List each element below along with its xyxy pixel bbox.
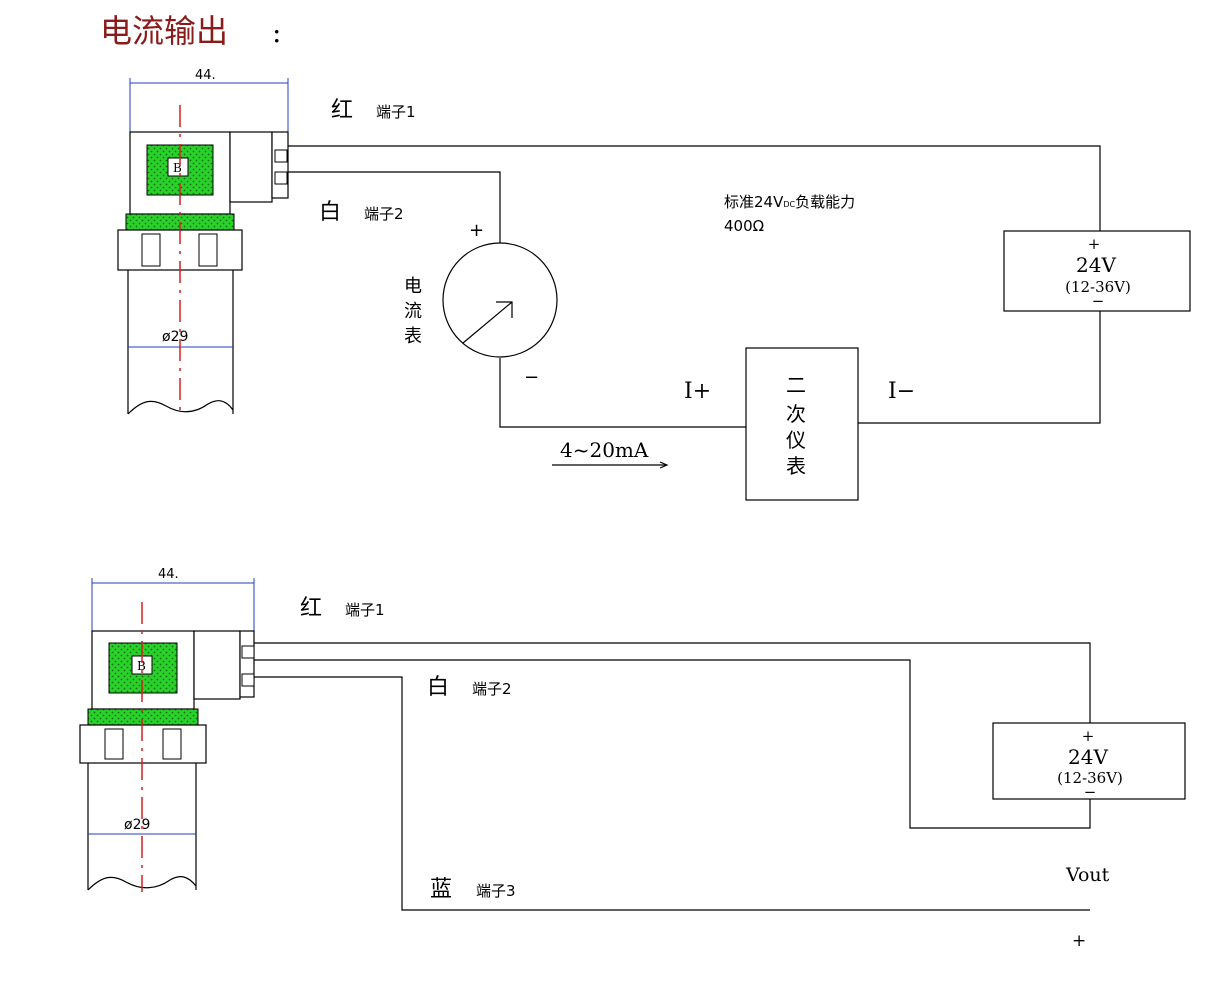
ammeter-label-3: 表 <box>404 326 422 347</box>
top-dimension-width: 44. <box>195 68 216 83</box>
top-diameter: ø29 <box>162 329 188 345</box>
top-wire2-terminal: 端子2 <box>364 205 404 223</box>
bottom-power-supply: + 24V (12-36V) − <box>992 722 1186 801</box>
bottom-supply-minus: − <box>1084 783 1097 801</box>
bottom-dimension-width: 44. <box>158 567 179 582</box>
secondary-instrument: 二 次 仪 表 <box>745 347 859 501</box>
ammeter: + − 电 流 表 <box>404 220 558 388</box>
bottom-diameter: ø29 <box>124 817 150 833</box>
bottom-wire3-color: 蓝 <box>430 877 452 902</box>
load-note: 标准24VDC负载能力 <box>724 193 855 211</box>
bottom-sensor-letter: B <box>137 659 146 673</box>
load-resistance: 400Ω <box>724 217 764 235</box>
top-wire1-terminal: 端子1 <box>376 103 416 121</box>
top-wire2-color: 白 <box>319 200 341 225</box>
ammeter-plus: + <box>469 220 484 241</box>
top-supply-plus: + <box>1088 235 1101 253</box>
bottom-wire2-color: 白 <box>427 675 449 700</box>
bottom-wire3-terminal: 端子3 <box>476 882 516 900</box>
top-wiring <box>288 145 1101 428</box>
title-colon: : <box>272 16 281 49</box>
bottom-sensor: 44. B ø29 <box>79 567 255 892</box>
top-supply-range: (12-36V) <box>1065 278 1131 296</box>
bottom-wire1-color: 红 <box>300 596 322 621</box>
top-sensor-letter: B <box>173 161 182 175</box>
top-power-supply: + 24V (12-36V) − <box>1003 230 1191 312</box>
instrument-label-2: 次 <box>786 402 806 426</box>
vout-plus: + <box>1072 931 1086 951</box>
ammeter-minus: − <box>524 367 539 388</box>
top-sensor: 44. B ø29 <box>117 68 289 416</box>
page-title: 电流输出 <box>100 12 228 50</box>
instrument-label-1: 二 <box>786 373 806 397</box>
bottom-supply-range: (12-36V) <box>1057 769 1123 787</box>
bottom-supply-plus: + <box>1082 727 1095 745</box>
bottom-supply-voltage: 24V <box>1068 745 1108 769</box>
instrument-in: I+ <box>684 379 711 404</box>
top-wire1-color: 红 <box>331 98 353 123</box>
bottom-wiring <box>254 642 1091 911</box>
instrument-label-3: 仪 <box>786 428 806 452</box>
instrument-out: I− <box>888 379 915 404</box>
bottom-wire1-terminal: 端子1 <box>345 601 385 619</box>
ammeter-label-2: 流 <box>404 301 422 322</box>
ammeter-label-1: 电 <box>404 276 422 297</box>
top-supply-voltage: 24V <box>1076 253 1116 277</box>
current-range: 4~20mA <box>560 438 649 462</box>
vout-label: Vout <box>1065 864 1110 886</box>
top-supply-minus: − <box>1092 292 1105 310</box>
instrument-label-4: 表 <box>786 454 806 478</box>
bottom-wire2-terminal: 端子2 <box>472 680 512 698</box>
